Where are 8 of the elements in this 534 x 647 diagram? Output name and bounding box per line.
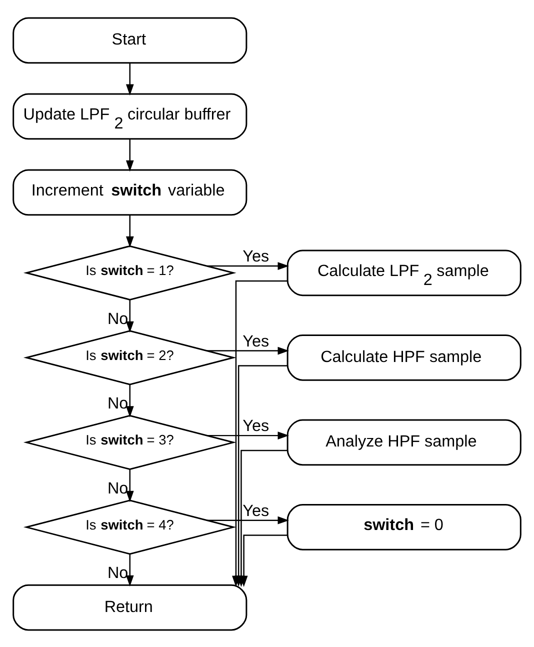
- edge-label: Yes: [242, 416, 270, 435]
- edge-label: Yes: [242, 332, 270, 350]
- edge-label: No: [107, 564, 128, 582]
- edge-label: No: [107, 309, 128, 328]
- edge-label: Yes: [242, 247, 270, 266]
- edge-label: Yes: [242, 501, 270, 520]
- edge-label: No: [107, 478, 128, 497]
- edge-label: No: [107, 394, 128, 412]
